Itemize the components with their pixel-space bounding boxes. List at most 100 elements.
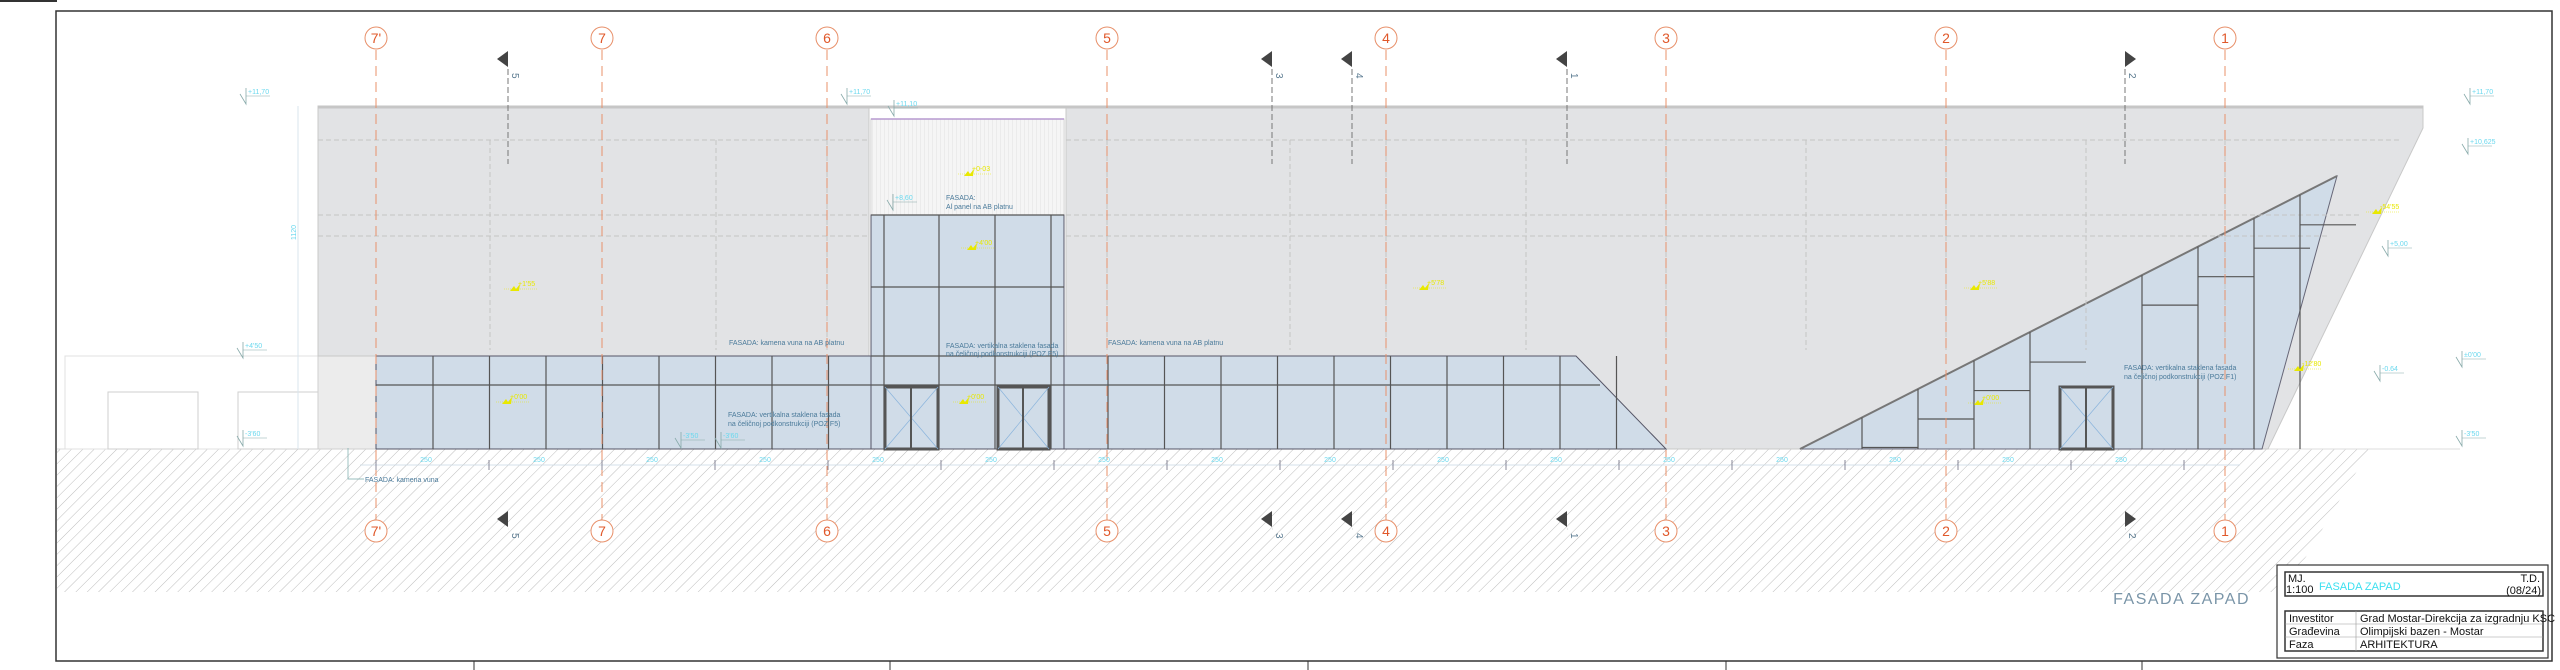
grid-axis-label: 3 (1662, 30, 1670, 46)
grid-axis: 44 (1374, 26, 1398, 543)
elevation-label: ±0'00 (2464, 352, 2481, 359)
elevation-label: +5,00 (2390, 241, 2408, 248)
section-marker: 1 (1556, 51, 1579, 164)
height-dimension: 1120 (291, 225, 298, 240)
sheet-title: FASADA ZAPAD (2319, 581, 2401, 593)
section-label: 3 (1273, 533, 1284, 539)
section-marker: 5 (497, 511, 520, 539)
grid-axis-bubble (590, 26, 614, 50)
scale-value: 1:100 (2286, 584, 2314, 596)
section-label: 3 (1273, 73, 1284, 79)
dimension-value: 250 (1663, 457, 1675, 464)
spot-level: +0'00 (953, 394, 987, 404)
grid-axis-label: 6 (823, 30, 831, 46)
grid-axis-bubble (815, 26, 839, 50)
elevation-label: +11,10 (896, 101, 917, 108)
elevation-mark: ±0'00 (2455, 351, 2486, 369)
grid-axis: 77 (590, 26, 614, 543)
dimension-value: 250 (1324, 457, 1336, 464)
section-label: 5 (509, 73, 520, 79)
elevation-triangle-icon (2455, 430, 2463, 448)
grid-axis: 22 (1934, 26, 1958, 543)
grid-axis-label: 7 (598, 523, 606, 539)
section-marker: 4 (1341, 51, 1364, 164)
elevation-triangle-icon (886, 194, 894, 212)
dimension-value: 250 (872, 457, 884, 464)
elevation-label: -3'50 (2464, 431, 2479, 438)
elevation-label: +11,70 (849, 89, 870, 96)
grid-axis-bubble (1654, 26, 1678, 50)
grid-axis-bubble (815, 519, 839, 543)
row-label: Investitor (2289, 613, 2334, 625)
note-base-stone-wool: FASADA: kamena vuna (365, 477, 439, 484)
ground-hatch (57, 449, 2370, 592)
low-glass-band (375, 355, 872, 450)
dimension-value: 250 (1098, 457, 1110, 464)
grid-axis-bubble (1934, 519, 1958, 543)
grid-axis-bubble (364, 26, 388, 50)
elevation-triangle-icon (2463, 88, 2471, 106)
elevation-triangle-icon (840, 88, 848, 106)
dimension-value: 250 (1437, 457, 1449, 464)
note-stone-wool: FASADA: kamena vuna na AB platnu (1108, 340, 1223, 347)
elevation-triangle-icon (2373, 365, 2381, 383)
row-value: Olimpijski bazen - Mostar (2360, 626, 2484, 638)
elevation-label: +10,625 (2470, 139, 2496, 146)
elevation-label: -3'50 (683, 433, 698, 440)
elevation-mark: +4'50 (236, 342, 267, 360)
grid-axis-bubble (2213, 26, 2237, 50)
dimension-value: 250 (1776, 457, 1788, 464)
note-right-glass: na čeličnoj podkonstrukciji (POZ F1) (2124, 374, 2236, 381)
section-arrow-icon (1341, 511, 1352, 527)
note-stone-wool: FASADA: kamena vuna na AB platnu (729, 340, 844, 347)
note-al-panel: FASADA: (946, 195, 976, 202)
left-block-wall (317, 105, 870, 357)
section-marker: 3 (1261, 511, 1284, 539)
section-arrow-icon (1341, 51, 1352, 67)
section-marker: 2 (2125, 511, 2137, 539)
elevation-mark: +10,625 (2461, 138, 2496, 156)
grid-axis-label: 7 (598, 30, 606, 46)
grid-axis: 33 (1654, 26, 1678, 543)
dimension-value: 250 (985, 457, 997, 464)
grid-axis-label: 1 (2221, 30, 2229, 46)
section-label: 4 (1353, 533, 1364, 539)
spot-level: -12'80 (2288, 361, 2322, 371)
grid-axis: 55 (1095, 26, 1119, 543)
section-arrow-icon (1556, 511, 1567, 527)
elevation-triangle-icon (2461, 138, 2469, 156)
elevation-label: +4'50 (245, 343, 262, 350)
grid-axis-bubble (364, 519, 388, 543)
dimension-value: 250 (533, 457, 545, 464)
elevation-triangle-icon (236, 430, 244, 448)
section-arrow-icon (2125, 511, 2136, 527)
note-right-glass: FASADA: vertikalna staklena fasada (2124, 365, 2237, 372)
section-marker: 3 (1261, 51, 1284, 164)
low-glass-band-right (1063, 355, 1668, 450)
section-marker: 2 (2124, 51, 2137, 164)
elevation-triangle-icon (2381, 240, 2389, 258)
elevation-mark: +11,10 (887, 100, 918, 118)
spot-level: +0-03 (958, 166, 992, 176)
grid-axis-bubble (590, 519, 614, 543)
section-label: 2 (2126, 73, 2137, 79)
grid-axis-label: 4 (1382, 523, 1390, 539)
elevation-triangle-icon (236, 342, 244, 360)
elevation-label: +8,60 (895, 195, 913, 202)
tower-glass (870, 214, 1065, 450)
row-label: Faza (2289, 639, 2314, 651)
spot-level: +0'00 (1968, 395, 2002, 405)
grid-axis-label: 5 (1103, 30, 1111, 46)
left-annex (64, 355, 377, 450)
grid-axis-bubble (1095, 519, 1119, 543)
grid-axis-label: 1 (2221, 523, 2229, 539)
grid-axis: 66 (815, 26, 839, 543)
grid-axis-bubble (1654, 519, 1678, 543)
section-arrow-icon (2125, 51, 2136, 67)
elevation-mark: -3'50 (674, 432, 705, 450)
grid-axis: 11 (2213, 26, 2237, 543)
row-value: ARHITEKTURA (2360, 639, 2438, 651)
